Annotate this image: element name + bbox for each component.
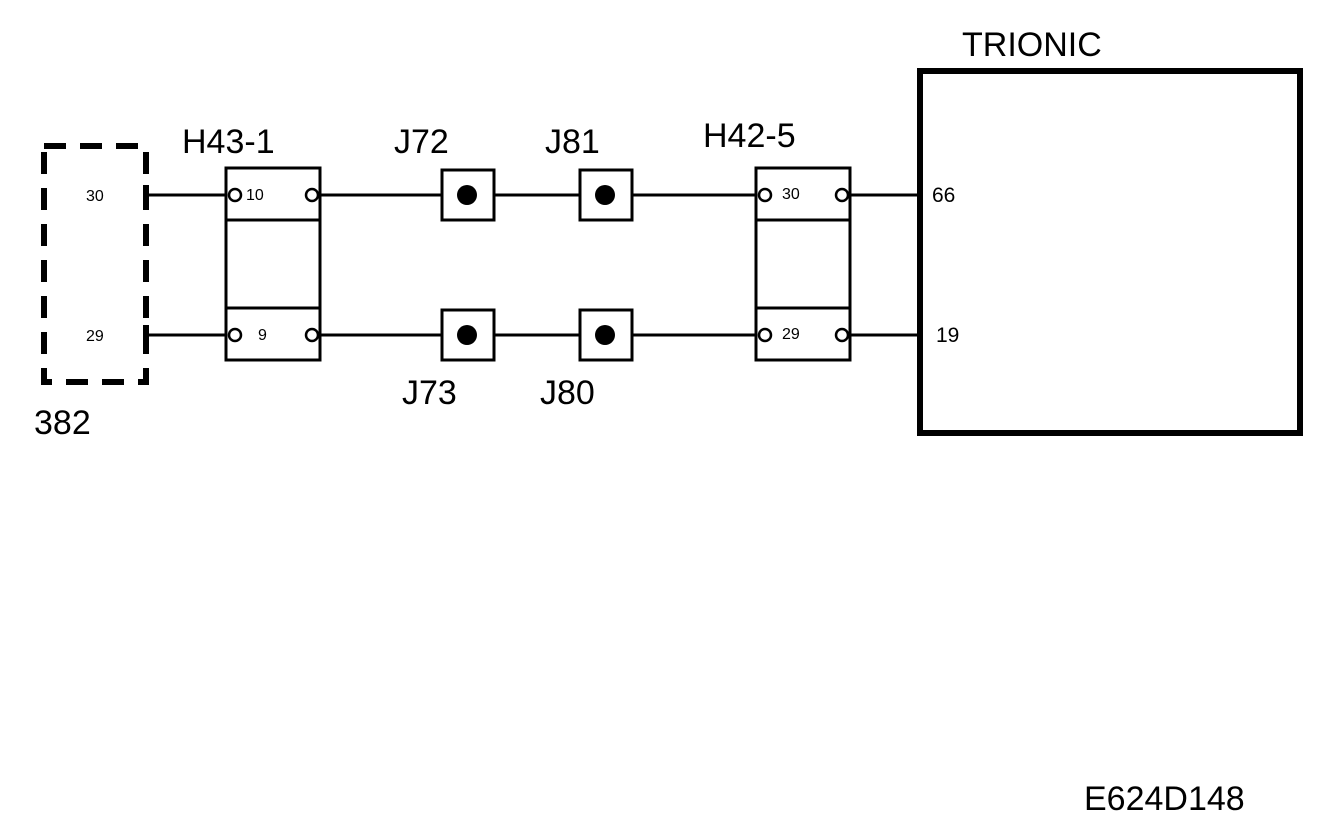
junction-j81: J81 xyxy=(545,123,634,222)
junction-j73-dot xyxy=(457,325,477,345)
connector-h43-1-label: H43-1 xyxy=(182,123,275,161)
junction-j80-label: J80 xyxy=(540,374,595,412)
connector-h43-1: H43-1 10 9 xyxy=(182,123,322,362)
junction-j80-box xyxy=(578,308,634,362)
connector-h43-1-pin-left-bottom xyxy=(227,327,243,343)
component-382: 30 29 382 xyxy=(34,143,149,442)
connector-h42-5-pin-right-top xyxy=(834,187,850,203)
junction-j80: J80 xyxy=(540,308,634,412)
connector-h43-1-pin-right-top xyxy=(304,187,320,203)
junction-j72-label: J72 xyxy=(394,123,449,161)
component-382-label: 382 xyxy=(34,404,91,442)
junction-j81-dot xyxy=(595,185,615,205)
trionic-pin-66: 66 xyxy=(932,184,955,207)
connector-h42-5-pin-left-bottom xyxy=(757,327,773,343)
component-382-pin-29: 29 xyxy=(86,328,104,345)
connector-h42-5-pin-right-bottom xyxy=(834,327,850,343)
connector-h42-5: H42-5 30 29 xyxy=(703,117,852,362)
junction-j72-dot xyxy=(457,185,477,205)
trionic-pin-19: 19 xyxy=(936,324,959,347)
junction-j72: J72 xyxy=(394,123,496,222)
connector-h43-1-pin-left-top xyxy=(227,187,243,203)
junction-j73: J73 xyxy=(402,308,496,412)
junction-j80-dot xyxy=(595,325,615,345)
connector-h42-5-pin-29: 29 xyxy=(782,326,800,343)
connector-h43-1-pin-10: 10 xyxy=(246,187,264,204)
connector-h43-1-pin-right-bottom xyxy=(304,327,320,343)
connector-h42-5-pin-left-top xyxy=(757,187,773,203)
trionic-outline xyxy=(917,68,1303,436)
junction-j72-box xyxy=(440,168,496,222)
trionic-module: TRIONIC 66 19 xyxy=(917,26,1303,436)
junction-j73-label: J73 xyxy=(402,374,457,412)
junction-j81-label: J81 xyxy=(545,123,600,161)
component-382-pin-30: 30 xyxy=(86,188,104,205)
figure-id: E624D148 xyxy=(1084,780,1245,818)
component-382-outline xyxy=(41,143,149,385)
connector-h43-1-pin-9: 9 xyxy=(258,327,267,344)
connector-h42-5-pin-30: 30 xyxy=(782,186,800,203)
trionic-label: TRIONIC xyxy=(962,26,1102,64)
connector-h42-5-label: H42-5 xyxy=(703,117,796,155)
connector-h43-1-middle-cell xyxy=(224,218,322,310)
connector-h42-5-middle-cell xyxy=(754,218,852,310)
